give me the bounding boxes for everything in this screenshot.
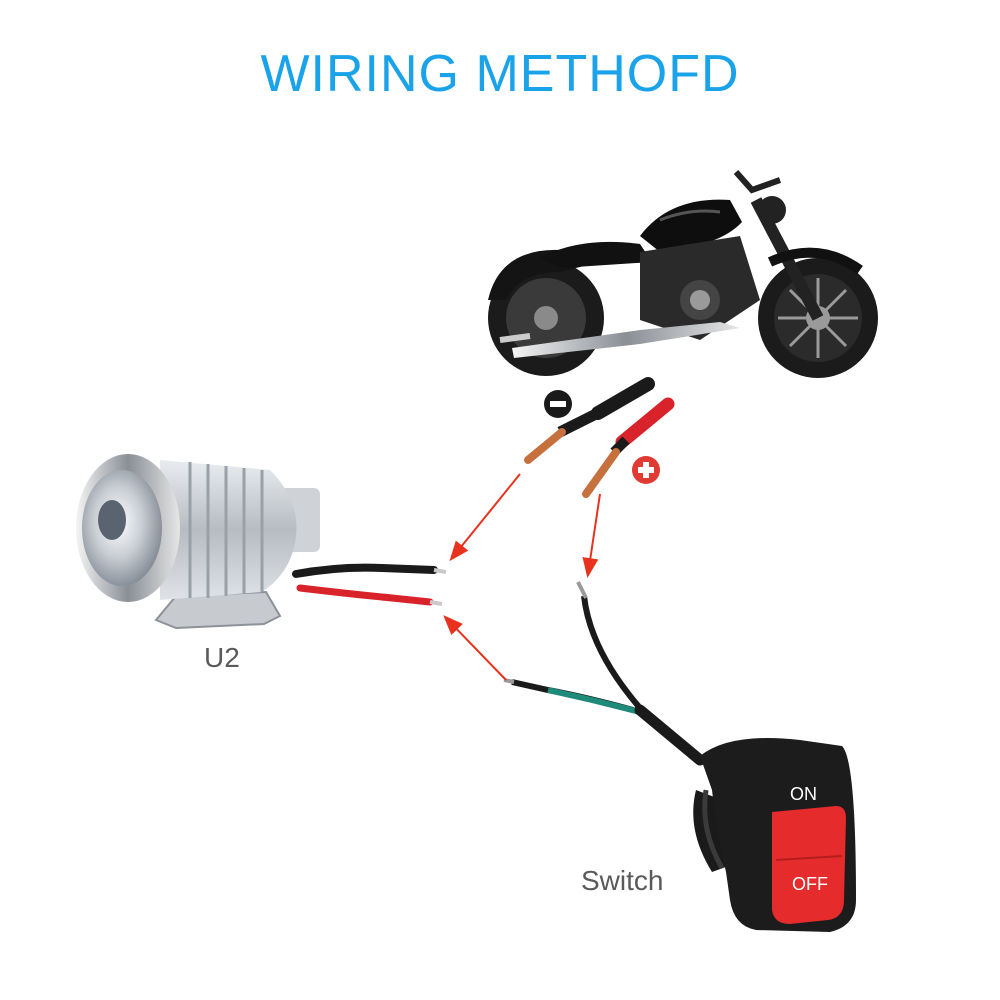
handlebar-switch-icon: ON OFF	[693, 738, 856, 932]
switch-off-label: OFF	[792, 874, 828, 894]
minus-icon	[544, 390, 572, 418]
switch-on-label: ON	[790, 784, 817, 804]
negative-battery-wire	[524, 377, 655, 464]
arrow-negative-to-headlight	[449, 473, 521, 562]
connection-arrows	[443, 473, 601, 681]
page-title: WIRING METHOFD	[260, 45, 740, 103]
switch-label: Switch	[581, 865, 664, 896]
positive-battery-wire	[582, 397, 675, 498]
headlight-label: U2	[204, 642, 240, 673]
switch-black-wire	[576, 581, 643, 710]
switch-green-wire	[503, 678, 641, 715]
switch-main-cable	[634, 704, 706, 766]
headlight-icon	[76, 454, 447, 630]
arrow-positive-to-switch	[582, 493, 601, 578]
plus-icon	[632, 456, 660, 484]
motorcycle-icon	[488, 170, 878, 378]
arrow-switch-to-headlight	[443, 615, 507, 681]
